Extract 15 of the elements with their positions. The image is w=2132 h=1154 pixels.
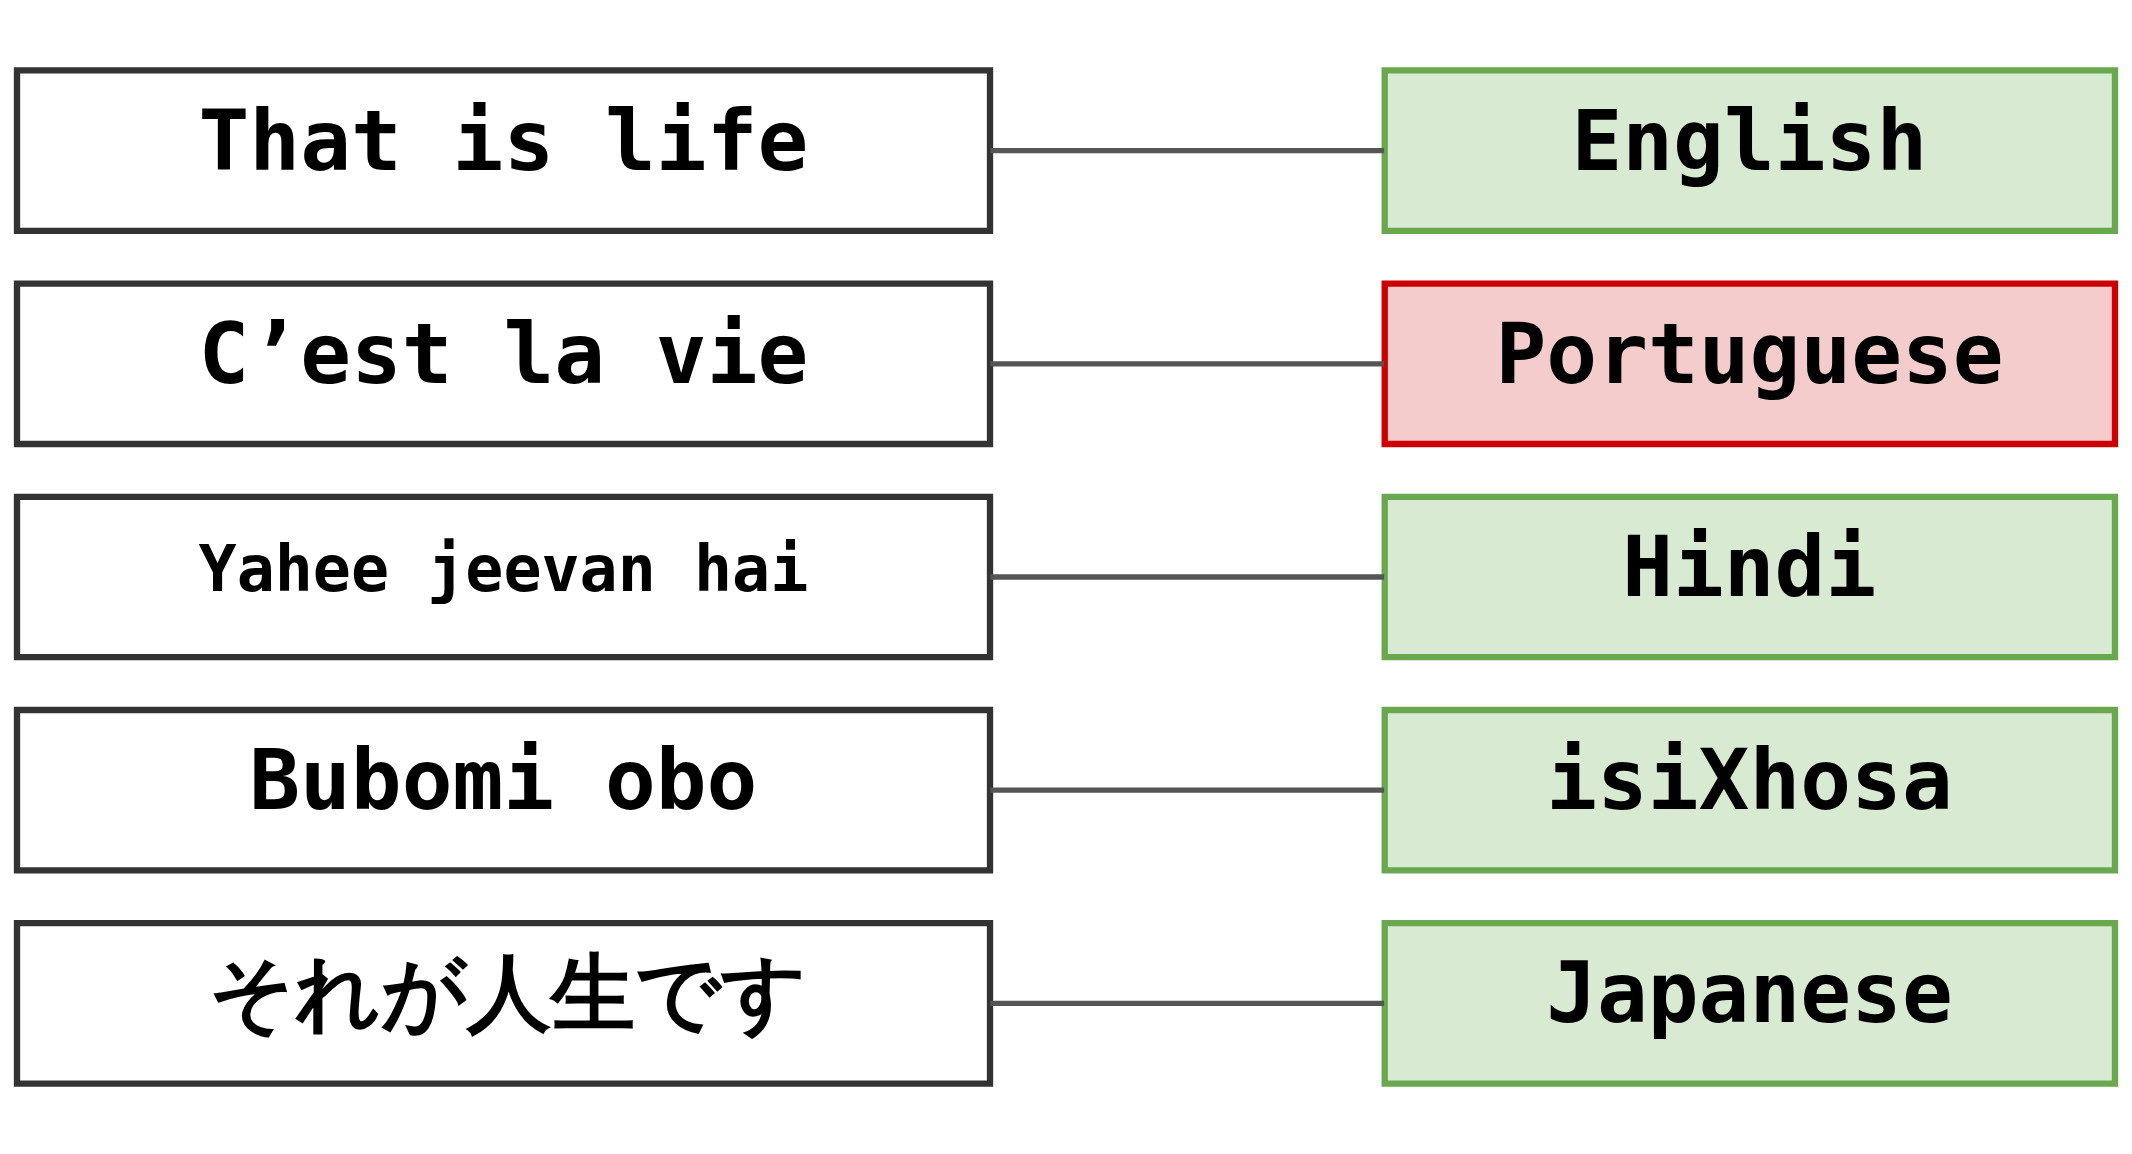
node-box: Bubomi obo xyxy=(13,706,994,874)
node-box: それが人生です xyxy=(13,920,994,1087)
connector xyxy=(990,1000,1385,1006)
connector xyxy=(990,574,1385,580)
connector xyxy=(990,148,1385,154)
node-box: English xyxy=(1381,67,2119,234)
node-box: C’est la vie xyxy=(13,280,994,448)
node-box: Hindi xyxy=(1381,493,2119,661)
node-box: isiXhosa xyxy=(1381,706,2119,874)
connector xyxy=(990,787,1385,793)
node-box: That is life xyxy=(13,67,994,234)
connector xyxy=(990,361,1385,367)
node-box: Portuguese xyxy=(1381,280,2119,448)
node-box: Japanese xyxy=(1381,920,2119,1087)
node-box: Yahee jeevan hai xyxy=(13,493,994,661)
